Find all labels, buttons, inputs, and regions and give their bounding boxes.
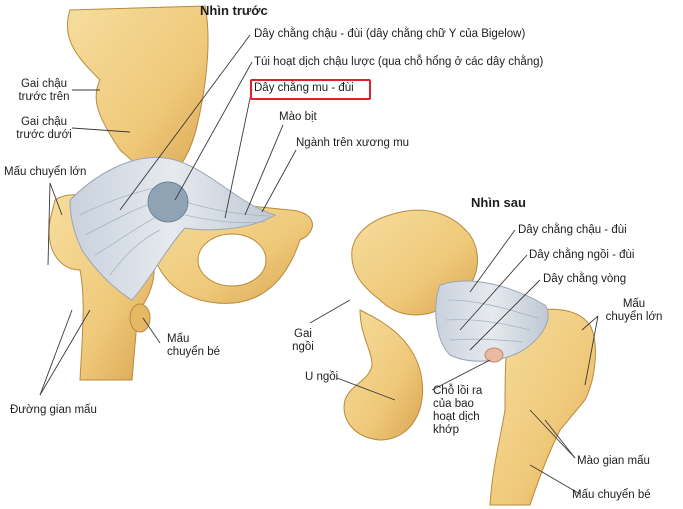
leader-lines bbox=[39, 34, 599, 495]
front-iliopsoas-bursa bbox=[147, 181, 189, 223]
back-synovial-protrusion bbox=[484, 347, 504, 363]
label-lesser-trochanter-front-line1: Mấu bbox=[167, 333, 190, 345]
back-ischium bbox=[343, 309, 424, 441]
label-ischial-tuberosity: U ngồi bbox=[305, 371, 339, 383]
back-view-title: Nhìn sau bbox=[471, 195, 526, 210]
label-iliofemoral-y-ligament: Dây chằng chậu - đùi (dây chằng chữ Y củ… bbox=[254, 28, 526, 40]
label-ischiofemoral: Dây chằng ngồi - đùi bbox=[529, 249, 635, 261]
label-synovial-protrusion-line3: hoạt dịch bbox=[433, 411, 480, 423]
label-aiis-line1: Gai chậu bbox=[20, 116, 68, 128]
label-iliopsoas-bursa: Túi hoạt dịch chậu lược (qua chỗ hổng ở … bbox=[254, 56, 544, 68]
back-view-hip bbox=[343, 209, 596, 506]
label-pubofemoral-ligament: Dây chằng mu - đùi bbox=[254, 82, 354, 94]
label-greater-trochanter-back-line1: Mấu bbox=[622, 298, 646, 310]
label-synovial-protrusion-line1: Chỗ lồi ra bbox=[433, 385, 483, 397]
front-capsule-ligaments bbox=[69, 156, 277, 301]
label-aiis-line2: trước dưới bbox=[16, 129, 72, 141]
label-ischial-spine-line1: Gai bbox=[294, 328, 312, 340]
front-ilium bbox=[66, 5, 209, 186]
label-synovial-protrusion-line2: của bao bbox=[433, 398, 474, 410]
label-zona-orbicularis: Dây chằng vòng bbox=[543, 273, 627, 285]
back-femur bbox=[489, 308, 596, 506]
label-asis-line1: Gai chậu bbox=[20, 78, 68, 90]
label-intertrochanteric-crest: Mào gian mấu bbox=[577, 455, 650, 467]
label-lesser-trochanter-front-line2: chuyển bé bbox=[167, 346, 221, 358]
label-asis-line2: trước trên bbox=[18, 91, 70, 103]
label-lesser-trochanter-back: Mấu chuyển bé bbox=[572, 489, 651, 501]
label-intertrochanteric-line: Đường gian mấu bbox=[10, 404, 97, 416]
front-view-title: Nhìn trước bbox=[200, 3, 268, 18]
label-pectineal-line: Mào bịt bbox=[279, 111, 317, 123]
front-obturator-foramen bbox=[197, 233, 267, 287]
front-lesser-trochanter bbox=[129, 303, 151, 333]
label-iliofemoral-back: Dây chằng chậu - đùi bbox=[518, 224, 627, 236]
highlight-box bbox=[250, 79, 371, 100]
back-ligament-fibers bbox=[445, 299, 539, 343]
label-greater-trochanter-back-line2: chuyển lớn bbox=[605, 311, 663, 323]
label-synovial-protrusion-line4: khớp bbox=[433, 424, 460, 436]
label-ischial-spine-line2: ngồi bbox=[292, 341, 314, 353]
front-view-hip bbox=[48, 5, 313, 381]
label-superior-pubic-ramus: Ngành trên xương mu bbox=[296, 137, 410, 149]
label-greater-trochanter-front: Mấu chuyển lớn bbox=[4, 166, 87, 178]
